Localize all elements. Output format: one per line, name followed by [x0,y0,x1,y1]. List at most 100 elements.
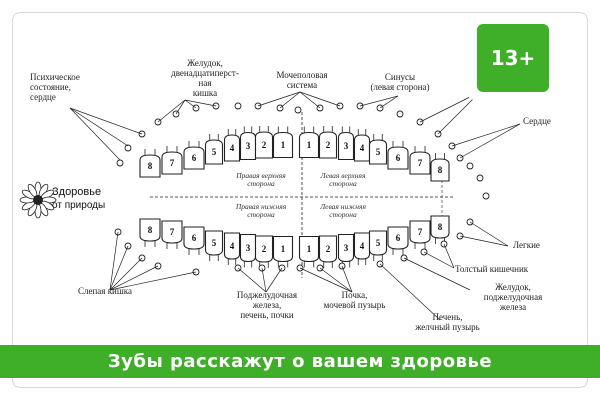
lower-tooth-number: 6 [192,233,197,243]
upper-tooth-number: 7 [418,158,423,168]
leader-line [319,267,353,293]
leader-line [69,107,129,147]
upper-tooth [430,158,450,182]
leader-line [175,99,186,115]
leader-line [451,123,521,147]
lower-tooth [409,220,431,244]
upper-tooth [409,151,431,175]
lower-tooth-number: 5 [376,238,381,248]
upper-connector-dot [476,174,484,182]
label-liver: Печень, желчный пузырь [415,312,480,332]
lower-tooth-number: 1 [307,244,312,254]
flower-logo-icon [19,181,57,219]
upper-tooth-number: 1 [281,140,286,150]
leader-line [109,265,159,291]
upper-tooth [368,139,388,165]
upper-tooth-number: 6 [396,153,401,163]
label-kidney: Почка, мочевой пузырь [323,290,386,310]
lower-tooth-number: 7 [418,227,423,237]
upper-connector-dot [466,162,474,170]
upper-tooth [387,146,409,170]
leader-line [379,263,441,321]
frame-border [12,12,588,388]
upper-connector-dot [294,106,302,114]
upper-tooth [353,134,371,162]
lower-tooth-number: 4 [360,241,365,251]
lower-tooth [161,220,183,244]
lower-tooth-number: 3 [246,243,251,253]
quadrant-upper-right: Правая верхняя сторона [236,171,286,188]
leader-line [379,95,399,109]
upper-tooth-number: 4 [230,143,235,153]
lower-tooth-number: 8 [148,225,153,235]
logo-text: Здоровье от природы [52,186,105,212]
upper-tooth-number: 4 [360,143,365,153]
quadrant-lower-left: Левая нижняя сторона [320,202,366,219]
leader-line [109,257,143,291]
leader-line [279,91,301,109]
lower-connector-dot [482,192,490,200]
leader-line [69,107,143,135]
label-heart: Сердце [523,116,551,126]
upper-tooth-number: 3 [246,141,251,151]
label-psych: Психическое состояние, сердце [30,72,80,102]
leader-line [299,91,341,107]
upper-tooth-number: 6 [192,153,197,163]
leader-line [403,257,471,291]
lower-tooth-number: 1 [281,244,286,254]
quadrant-lower-right: Правая нижняя сторона [235,202,287,219]
lower-tooth-number: 4 [230,241,235,251]
upper-tooth [337,131,355,161]
lower-tooth [139,218,161,242]
leader-line [109,231,119,291]
label-colon: Толстый кишечник [455,264,529,274]
logo-line1: Здоровье [52,186,102,198]
leader-line [237,267,267,293]
leader-line [359,95,399,107]
upper-tooth-number: 2 [262,140,267,150]
upper-tooth [272,131,294,159]
leader-line [459,235,509,247]
upper-connector-dot [234,102,242,110]
upper-tooth-number: 2 [326,140,331,150]
title-banner: Зубы расскажут о вашем здоровье [0,345,600,378]
upper-tooth-number: 8 [438,165,443,175]
lower-tooth [272,235,294,263]
leader-line [157,99,186,123]
upper-tooth [204,139,224,165]
upper-tooth-number: 5 [376,147,381,157]
lower-tooth [183,226,205,250]
lower-tooth [353,232,371,260]
leader-line [69,107,121,161]
lower-tooth-number: 7 [170,227,175,237]
leader-line [299,267,353,293]
upper-connector-dot [116,159,124,167]
label-cecum: Слепая кишка [78,286,133,296]
leader-line [443,243,455,269]
lower-tooth-number: 2 [326,244,331,254]
upper-tooth-number: 1 [307,140,312,150]
logo-line2: от природы [52,200,106,211]
upper-tooth [254,131,274,159]
upper-tooth [139,154,161,178]
upper-tooth [318,131,338,159]
lower-tooth [204,230,224,256]
label-sinus: Синусы (левая сторона) [370,72,430,92]
lower-tooth-number: 3 [344,243,349,253]
lower-tooth [318,235,338,263]
upper-tooth [223,134,241,162]
lower-tooth-number: 6 [396,233,401,243]
age-badge-label: 13+ [477,24,549,92]
lower-tooth-number: 5 [212,238,217,248]
lower-tooth [298,235,320,263]
lower-tooth [223,232,241,260]
leader-line [261,267,267,293]
leader-line [299,91,321,109]
label-pancreas: Поджелудочная железа, печень, почки [236,290,298,320]
lower-tooth [254,235,274,263]
upper-tooth-number: 3 [344,141,349,151]
leader-line [341,265,353,293]
leader-line [459,123,521,159]
